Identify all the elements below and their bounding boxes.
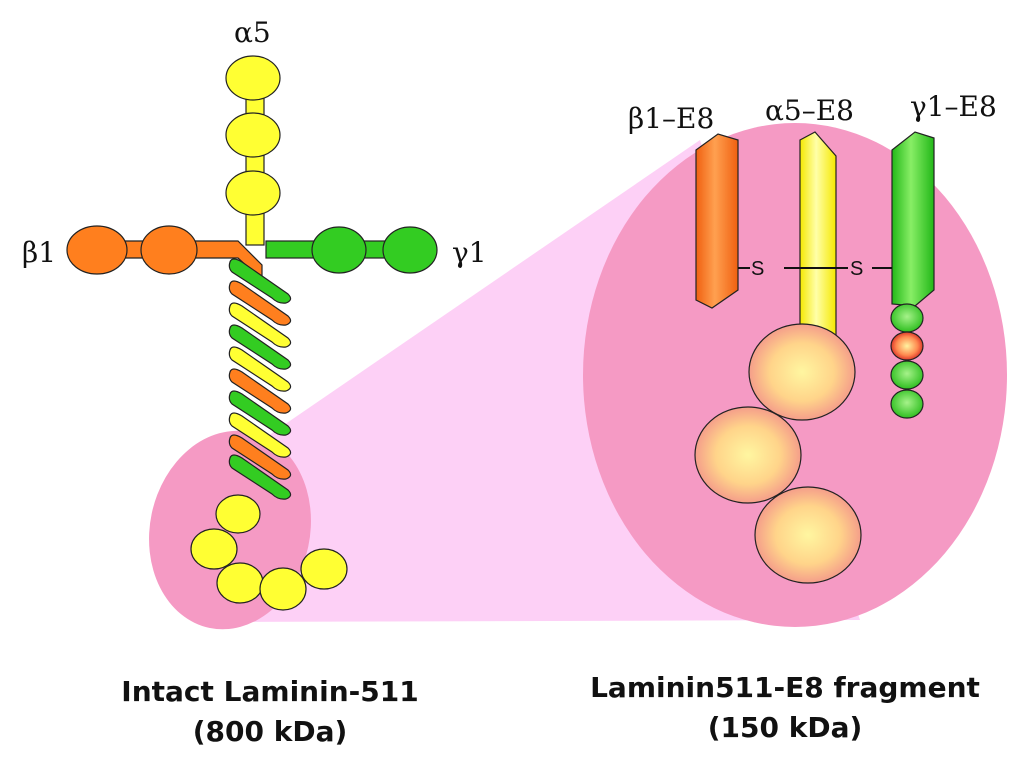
fragment-caption-title: Laminin511-E8 fragment (590, 671, 980, 704)
disulfide-s-left: S (751, 258, 764, 280)
lg-globule (190, 528, 238, 570)
alpha5-label: α5 (234, 16, 271, 49)
alpha5-globule-2 (225, 112, 281, 158)
gamma1-label: γ1 (452, 236, 487, 269)
coil-segment (228, 258, 292, 304)
gamma1-e8-rod (891, 131, 935, 307)
lg-globule (259, 567, 307, 611)
alpha5-globule-1 (225, 55, 281, 101)
alpha5-e8-rod (799, 131, 837, 341)
lg-globule (300, 548, 348, 590)
gamma1-short-arm (265, 226, 438, 274)
alpha5-lg-domains (190, 494, 348, 611)
coil-segment (228, 434, 292, 480)
coil-segment (228, 324, 292, 370)
alpha5-globule-3 (225, 170, 281, 216)
coil-segment (228, 346, 292, 392)
gamma1-bead (890, 389, 924, 419)
fragment-caption-mass: (150 kDa) (707, 711, 863, 744)
gamma1-bead-red (890, 331, 924, 361)
alpha5-e8-label: α5–E8 (765, 94, 854, 127)
lg-globule (215, 494, 261, 534)
beta1-e8-label: β1–E8 (628, 102, 714, 135)
coil-segment (228, 412, 292, 458)
coil-segment (228, 302, 292, 348)
beta1-label: β1 (22, 236, 56, 269)
gamma1-e8-label: γ1–E8 (910, 90, 997, 123)
beta1-globule-2 (140, 225, 198, 275)
coil-segment (228, 368, 292, 414)
intact-caption: Intact Laminin-511 (800 kDa) (60, 672, 480, 752)
coil-segment (228, 390, 292, 436)
coiled-coil-long-arm (228, 258, 292, 500)
lg-domain-3 (754, 486, 862, 584)
intact-caption-title: Intact Laminin-511 (121, 675, 419, 708)
disulfide-s-right: S (850, 258, 863, 280)
fragment-caption: Laminin511-E8 fragment (150 kDa) (560, 668, 1010, 748)
alpha5-short-arm (225, 55, 281, 246)
beta1-short-arm (66, 225, 263, 282)
e8-fragment: S S (694, 131, 935, 584)
gamma1-globule-1 (311, 226, 367, 274)
coil-segment (228, 280, 292, 326)
lg-domain-2 (694, 406, 802, 504)
gamma1-globule-2 (382, 226, 438, 274)
gamma1-bead (890, 303, 924, 333)
intact-caption-mass: (800 kDa) (192, 715, 348, 748)
beta1-e8-rod (695, 133, 739, 309)
beta1-globule-1 (66, 225, 128, 275)
gamma1-bead (890, 360, 924, 390)
lg-globule (216, 562, 264, 604)
lg-domain-1 (748, 323, 856, 421)
coil-segment (228, 454, 292, 500)
